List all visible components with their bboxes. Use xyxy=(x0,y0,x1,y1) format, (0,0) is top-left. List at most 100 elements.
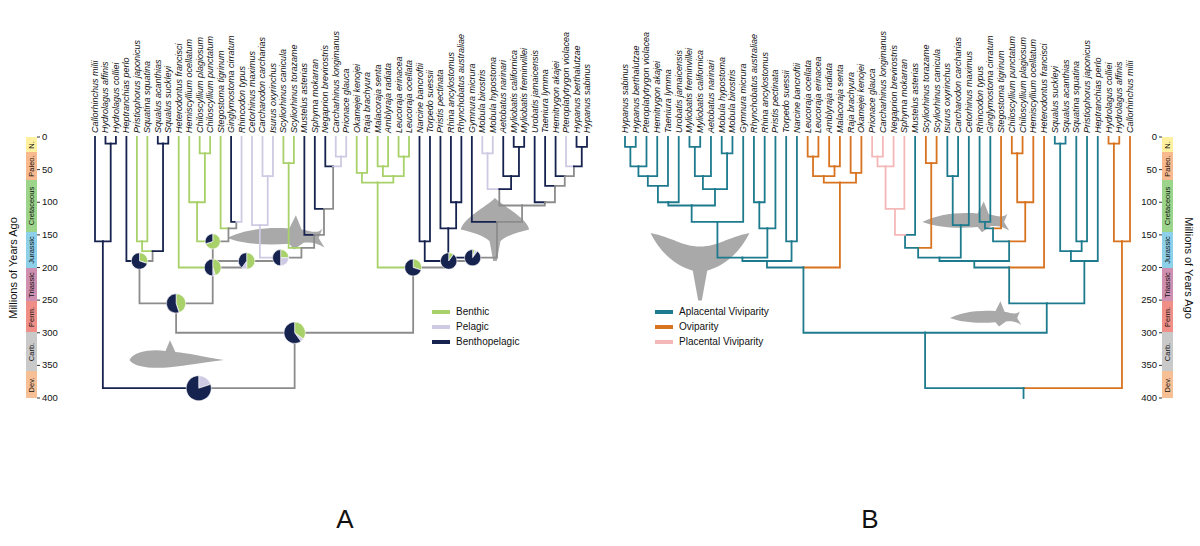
species-label: Scyliorhinus torazame xyxy=(921,44,931,133)
period-band: N. xyxy=(1162,137,1173,152)
tree-branch xyxy=(252,137,260,225)
tree-branch xyxy=(759,202,767,228)
tree-branch xyxy=(420,137,425,241)
species-label: Aetobatus narinari xyxy=(498,60,508,133)
tree-branch xyxy=(95,137,103,241)
tree-branch xyxy=(153,144,163,252)
species-label: Carcharodon carcharias xyxy=(953,37,963,133)
state-pie xyxy=(440,253,456,269)
tree-branch xyxy=(895,137,904,209)
tick-mark xyxy=(37,398,40,399)
tree-branch xyxy=(289,137,294,163)
tree-branch xyxy=(378,176,394,183)
tree-branch xyxy=(103,144,111,242)
pie-slice xyxy=(440,253,456,269)
state-pie xyxy=(273,250,289,266)
tree-branch xyxy=(808,137,813,157)
species-label: Pteroplatytrygon violacea xyxy=(561,32,571,133)
tree-branch xyxy=(926,137,931,163)
species-label: Squalus acanthias xyxy=(153,59,163,133)
pie-slice xyxy=(281,258,289,266)
tree-branch xyxy=(425,137,430,241)
period-band: Carb. xyxy=(1162,332,1173,371)
period-label: Jurassic xyxy=(1164,236,1172,264)
tree-branch xyxy=(840,173,856,183)
axis-title: Millions of Years Ago xyxy=(1182,217,1195,319)
species-label: Aetobatus narinari xyxy=(706,60,716,133)
tree-branch xyxy=(980,137,985,222)
tree-branch xyxy=(1047,261,1085,303)
pie-slice xyxy=(465,250,481,266)
species-label: Chiloscyllium punctatum xyxy=(205,36,215,133)
species-label: Hemiscyllium ocellatum xyxy=(1028,39,1038,133)
axis-title: Millions of Years Ago xyxy=(7,217,20,319)
tick-mark xyxy=(37,267,40,268)
tree-branch xyxy=(715,153,727,189)
species-label: Rhincodon typus xyxy=(975,66,985,133)
tree-branch xyxy=(545,137,555,186)
tree-branch xyxy=(767,261,803,268)
period-band: Dev. xyxy=(26,371,37,398)
panel-letter: A xyxy=(336,504,353,534)
tree-branch xyxy=(325,137,333,166)
tree-branch xyxy=(803,268,925,333)
tree-branch xyxy=(638,166,647,176)
tree-branch xyxy=(1082,137,1087,241)
species-label: Carcharodon carcharias xyxy=(257,37,267,133)
tree-branch xyxy=(1122,137,1130,241)
species-label: Raja brachyura xyxy=(846,72,856,133)
state-pie xyxy=(131,253,147,269)
tree-branch xyxy=(103,241,199,388)
tree-branch xyxy=(111,137,116,144)
legend-row: Placental Viviparity xyxy=(655,335,763,348)
tick-label: 250 xyxy=(1141,294,1157,306)
tree-branch xyxy=(511,147,519,176)
species-label: Malacoraja senta xyxy=(373,64,383,133)
tree-branch xyxy=(939,225,960,258)
tick-label: 150 xyxy=(42,229,58,241)
tree-branch xyxy=(648,176,658,186)
tree-branch xyxy=(985,222,993,229)
legend-swatch xyxy=(655,310,673,314)
tree-branch xyxy=(315,137,324,209)
period-label: Dev. xyxy=(1164,377,1172,392)
tree-branch xyxy=(268,137,273,176)
tree-branch xyxy=(555,176,565,186)
species-label: Hemiscyllium ocellatum xyxy=(184,39,194,133)
tree-branch xyxy=(974,241,1009,261)
tree-branch xyxy=(767,137,775,228)
tree-branch xyxy=(393,157,403,177)
species-label: Gymnura micrura xyxy=(738,63,748,133)
species-label: Hypanus sabinus xyxy=(582,64,592,133)
pie-slice xyxy=(247,253,255,269)
tree-branch xyxy=(499,176,511,189)
species-label: Pristis pectinata xyxy=(770,69,780,133)
pie-slice xyxy=(238,253,246,268)
period-label: Triassic xyxy=(1164,272,1172,298)
period-label: Paleo. xyxy=(28,155,36,176)
period-label: Cretaceous xyxy=(1164,187,1172,225)
tree-branch xyxy=(499,189,522,205)
species-label: Rhincodon typus xyxy=(237,66,247,133)
pie-slice xyxy=(213,268,216,276)
tree-branch xyxy=(1012,137,1017,153)
tick-label: 100 xyxy=(42,196,58,208)
tree-branch xyxy=(324,166,333,208)
species-label: Leucoraja erinacea xyxy=(394,56,404,133)
state-pie xyxy=(204,259,221,276)
tree-branch xyxy=(577,137,582,147)
pie-slice xyxy=(205,234,213,244)
tree-branch xyxy=(582,137,587,147)
tree-branch xyxy=(566,137,574,166)
tree-branch xyxy=(625,137,630,147)
species-label: Hydrolagus affinis xyxy=(100,61,110,133)
period-label: Carb. xyxy=(1164,342,1172,360)
tree-branch xyxy=(158,137,163,144)
tree-branch xyxy=(378,137,383,166)
tree-branch xyxy=(399,137,404,157)
tree-branch xyxy=(357,137,362,173)
period-band: Triassic xyxy=(1162,268,1173,301)
tick-label: 300 xyxy=(1141,327,1157,339)
legend-row: Benthopelagic xyxy=(432,335,519,348)
